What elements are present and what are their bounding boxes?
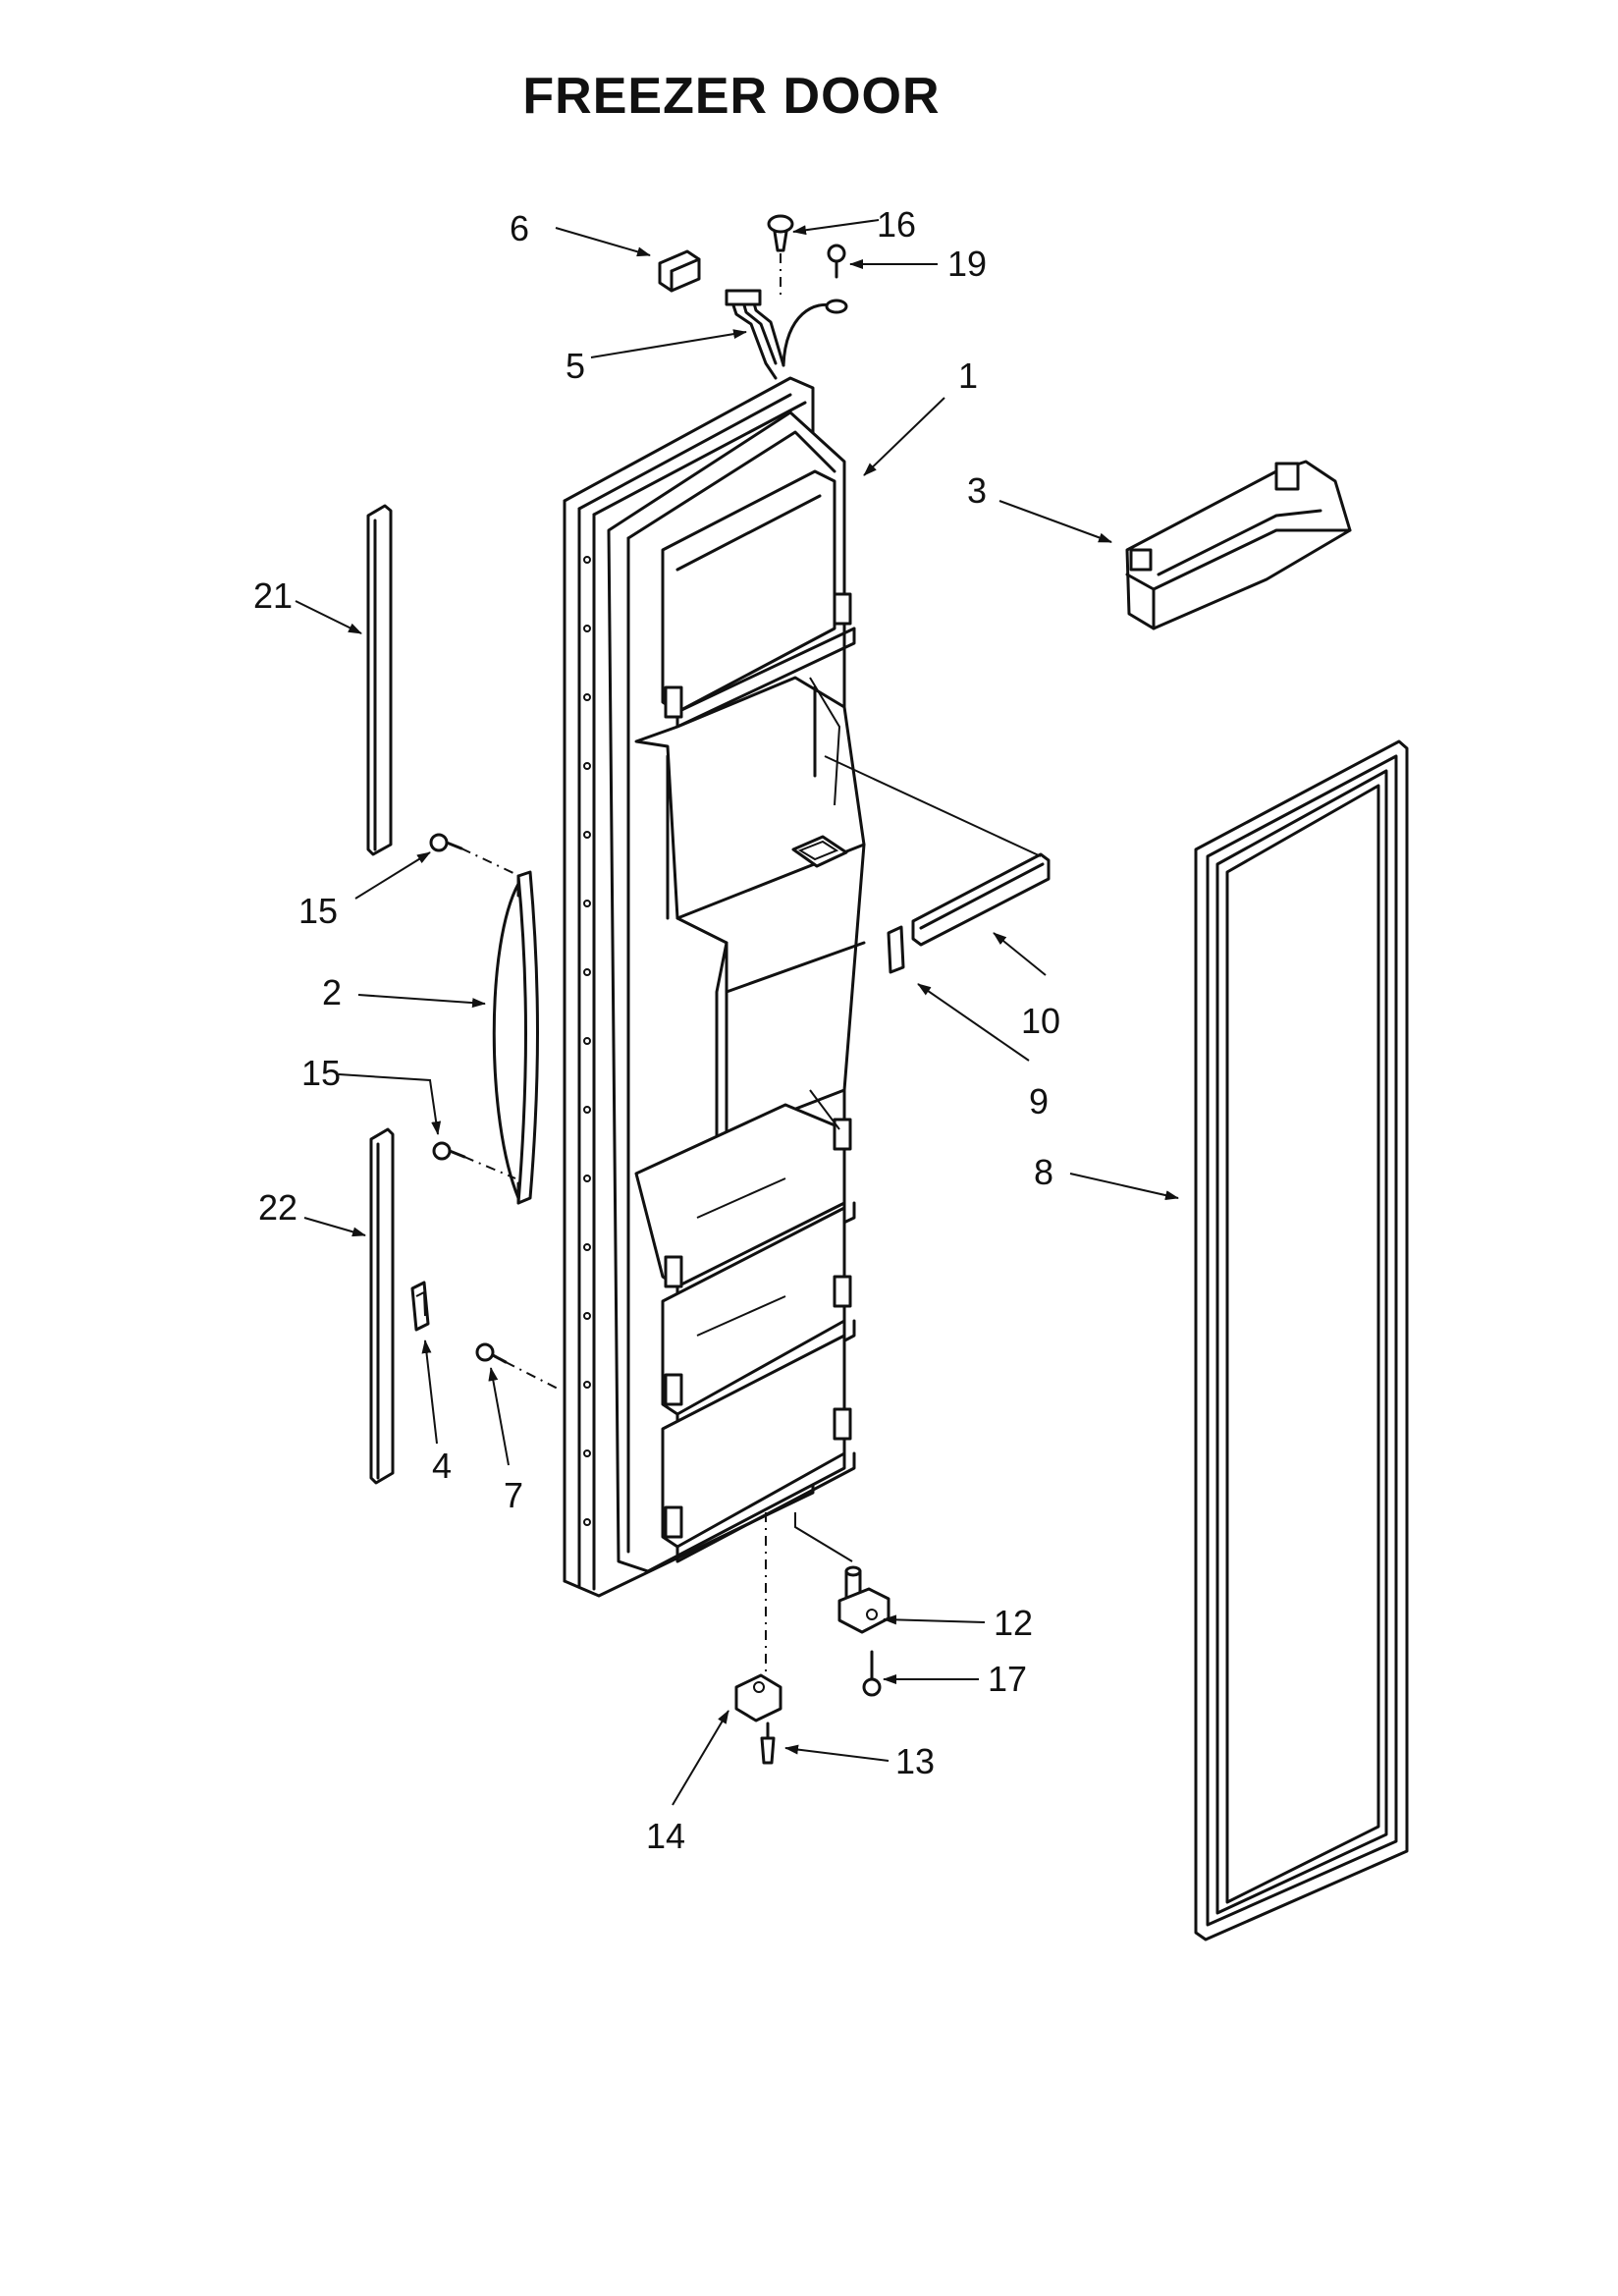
callout-8: 8 bbox=[1034, 1152, 1053, 1192]
callout-17: 17 bbox=[988, 1659, 1027, 1699]
callout-7: 7 bbox=[504, 1475, 523, 1515]
trim-strip-10 bbox=[911, 852, 1051, 947]
callout-16: 16 bbox=[877, 204, 916, 245]
diagram-title: FREEZER DOOR bbox=[522, 68, 941, 125]
screw-13 bbox=[760, 1722, 776, 1765]
clip-4 bbox=[410, 1281, 430, 1332]
callout-10: 10 bbox=[1021, 1001, 1060, 1041]
screw-15-lower bbox=[432, 1141, 466, 1161]
callout-9: 9 bbox=[1029, 1081, 1049, 1121]
callout-5: 5 bbox=[566, 346, 585, 386]
upper-side-strip bbox=[366, 504, 393, 856]
callout-21: 21 bbox=[253, 575, 293, 616]
hinge-12 bbox=[837, 1565, 890, 1634]
callout-22: 22 bbox=[258, 1187, 297, 1228]
callout-2: 2 bbox=[322, 972, 342, 1012]
callout-14: 14 bbox=[646, 1816, 685, 1856]
screw-7 bbox=[475, 1342, 508, 1364]
door-gasket bbox=[1194, 739, 1409, 1941]
end-cap-9 bbox=[887, 925, 905, 974]
callout-1: 1 bbox=[958, 355, 978, 396]
callout-12: 12 bbox=[994, 1603, 1033, 1643]
door-trim-bin bbox=[1125, 460, 1352, 630]
bracket-14 bbox=[734, 1673, 782, 1722]
leader-lines bbox=[295, 219, 1179, 1806]
lower-side-strip bbox=[369, 1127, 395, 1485]
screw-17 bbox=[862, 1650, 882, 1697]
callout-6: 6 bbox=[510, 208, 529, 248]
plug-16 bbox=[767, 214, 794, 252]
screw-19 bbox=[825, 244, 848, 314]
connector-6 bbox=[658, 249, 701, 293]
callout-13: 13 bbox=[895, 1741, 935, 1781]
callout-labels: 6 16 19 5 1 3 21 15 2 10 15 9 8 22 4 7 1… bbox=[253, 204, 1060, 1856]
callout-19: 19 bbox=[947, 244, 987, 284]
callout-4: 4 bbox=[432, 1446, 452, 1486]
callout-15-upper: 15 bbox=[298, 891, 338, 931]
callout-3: 3 bbox=[967, 470, 987, 511]
screw-15-upper bbox=[429, 833, 463, 852]
door-handle bbox=[492, 870, 539, 1205]
callout-15-lower: 15 bbox=[301, 1053, 341, 1093]
wire-harness-5 bbox=[725, 289, 836, 380]
freezer-door-panel bbox=[563, 376, 866, 1598]
